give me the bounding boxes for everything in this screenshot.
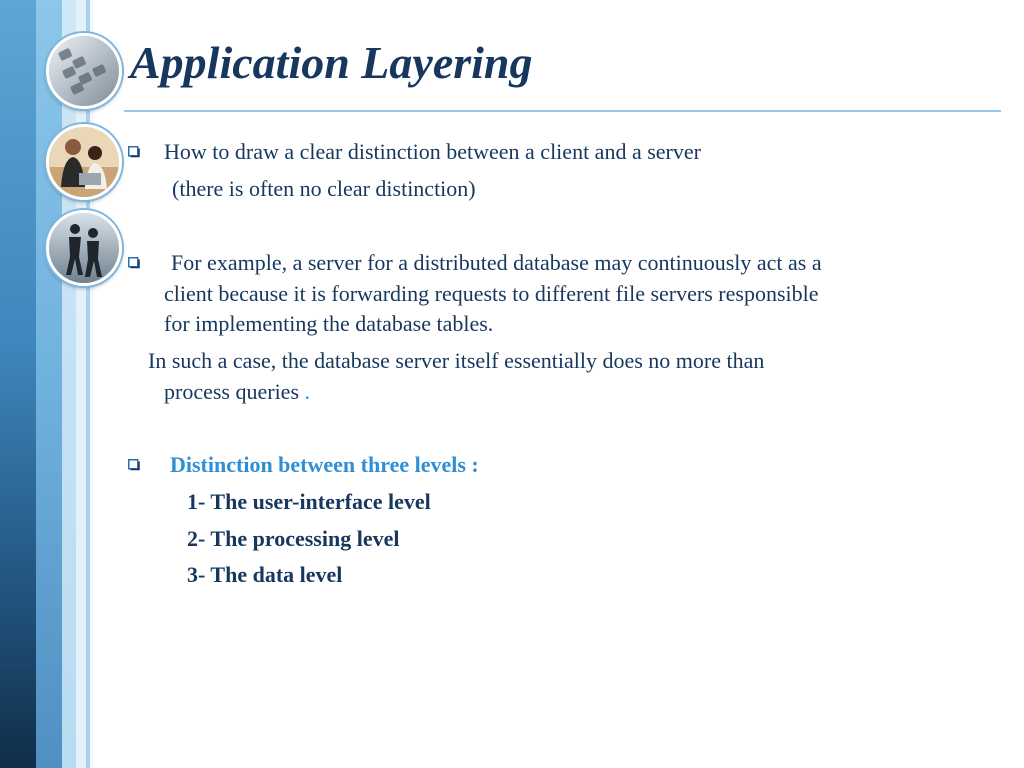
level-item-data: 3- The data level bbox=[187, 562, 343, 587]
level-item-user-interface: 1- The user-interface level bbox=[187, 489, 431, 514]
bullet-1-line-2: (there is often no clear distinction) bbox=[172, 176, 476, 201]
business-people-photo-icon bbox=[46, 124, 122, 200]
level-item-processing: 2- The processing level bbox=[187, 526, 400, 551]
left-stripe-pale bbox=[76, 0, 86, 768]
left-stripe-white bbox=[90, 0, 94, 768]
walking-people-photo-icon bbox=[46, 210, 122, 286]
square-bullet-icon bbox=[128, 257, 140, 269]
bullet-2-continuation-1: In such a case, the database server itse… bbox=[148, 348, 765, 373]
slide-title: Application Layering bbox=[130, 37, 533, 88]
square-bullet-icon bbox=[128, 459, 140, 471]
bullet-2-line-1: For example, a server for a distributed … bbox=[171, 250, 822, 275]
bullet-2-line-2: client because it is forwarding requests… bbox=[164, 281, 819, 306]
bullet-2-continuation-2: process queries . bbox=[164, 379, 311, 404]
title-divider bbox=[124, 110, 1001, 112]
levels-heading: Distinction between three levels : bbox=[170, 452, 479, 477]
bullet-1-line-1: How to draw a clear distinction between … bbox=[164, 139, 701, 164]
keyboard-photo-icon bbox=[46, 33, 122, 109]
left-stripe-mid bbox=[36, 0, 62, 768]
left-stripe-line bbox=[86, 0, 90, 768]
trailing-period: . bbox=[304, 379, 311, 404]
bullet-2-line-3: for implementing the database tables. bbox=[164, 311, 494, 336]
square-bullet-icon bbox=[128, 146, 140, 158]
left-stripe-dark bbox=[0, 0, 36, 768]
